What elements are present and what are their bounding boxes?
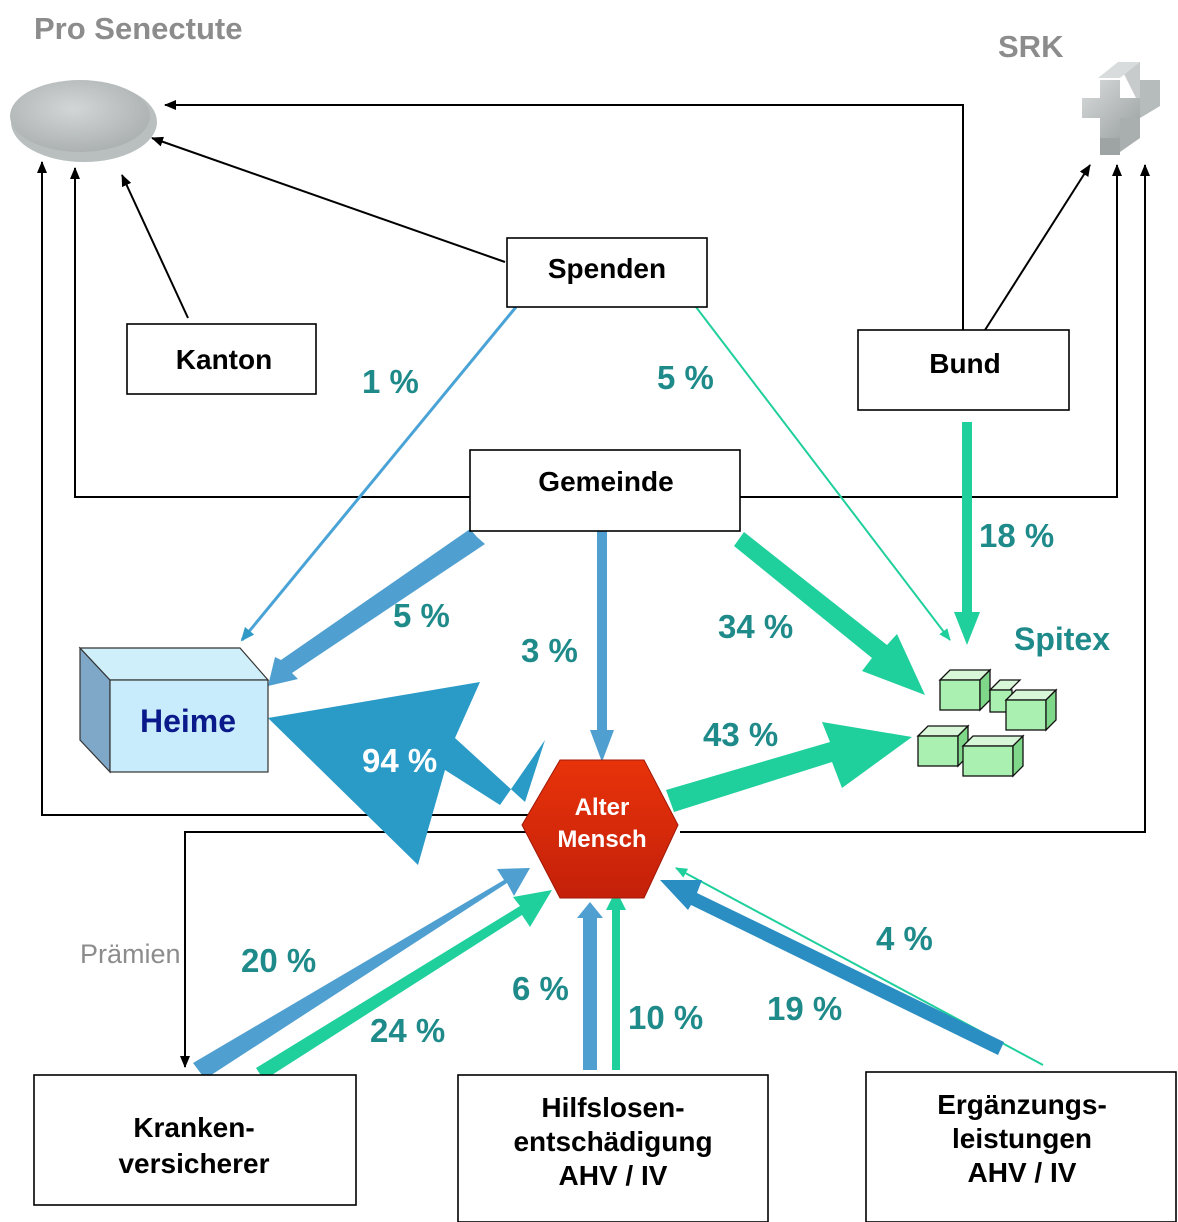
spenden-label: Spenden	[548, 253, 666, 284]
hilflosenentschaedigung-box	[457, 1074, 769, 1222]
praemien-annotation: Prämien	[80, 939, 181, 969]
alter-mensch-label-line1: Alter	[575, 794, 630, 821]
flow-label-ergaenzung-blue: 19 %	[767, 990, 842, 1027]
srk-title: SRK	[998, 29, 1064, 64]
bund-label: Bund	[929, 348, 1001, 379]
alter-mensch-node	[521, 759, 679, 899]
alter-mensch-label-line2: Mensch	[557, 826, 646, 853]
krankenversicherer-label-line2: versicherer	[118, 1148, 269, 1179]
krankenversicherer-label-line1: Kranken-	[133, 1112, 254, 1143]
srk-cross-icon	[1082, 62, 1160, 155]
kanton-box	[126, 323, 317, 395]
ergaenzung-label-line2: leistungen	[952, 1123, 1092, 1154]
pro-senectute-title: Pro Senectute	[34, 11, 242, 46]
flow-label-kranken-blue: 20 %	[241, 942, 316, 979]
flow-label-spenden-heime: 1 %	[362, 363, 419, 400]
ergaenzung-label-line3: AHV / IV	[968, 1157, 1077, 1188]
spitex-label: Spitex	[1014, 621, 1110, 657]
flow-label-ergaenzung-green: 4 %	[876, 920, 933, 957]
ergaenzungsleistungen-box	[865, 1071, 1177, 1222]
flow-label-mensch-heime: 94 %	[362, 742, 437, 779]
krankenversicherer-box	[33, 1074, 357, 1206]
pro-senectute-logo	[10, 80, 157, 162]
spitex-cubes-icon	[916, 668, 1058, 778]
thick-flow-arrows	[193, 422, 1004, 1080]
flow-label-gemeinde-heime: 5 %	[393, 597, 450, 634]
heime-label: Heime	[140, 703, 236, 739]
ergaenzung-label-line1: Ergänzungs-	[937, 1089, 1107, 1120]
flow-label-bund-spitex: 18 %	[979, 517, 1054, 554]
hilflosen-label-line1: Hilfslosen-	[541, 1092, 684, 1123]
hilflosen-label-line3: AHV / IV	[559, 1160, 668, 1191]
gemeinde-label: Gemeinde	[538, 466, 673, 497]
hilflosen-label-line2: entschädigung	[513, 1126, 712, 1157]
node-boxes	[33, 237, 1177, 1222]
flow-label-gemeinde-spitex: 34 %	[718, 608, 793, 645]
flow-label-gemeinde-mensch: 3 %	[521, 632, 578, 669]
flow-label-hilflosen-blue: 6 %	[512, 970, 569, 1007]
spenden-box	[506, 237, 708, 308]
bund-box	[857, 329, 1070, 411]
flow-label-kranken-green: 24 %	[370, 1012, 445, 1049]
heime-box	[78, 646, 270, 774]
kanton-label: Kanton	[176, 344, 272, 375]
flow-label-spenden-spitex: 5 %	[657, 359, 714, 396]
flow-label-hilflosen-green: 10 %	[628, 999, 703, 1036]
flow-label-mensch-spitex: 43 %	[703, 716, 778, 753]
gemeinde-box	[469, 449, 741, 532]
